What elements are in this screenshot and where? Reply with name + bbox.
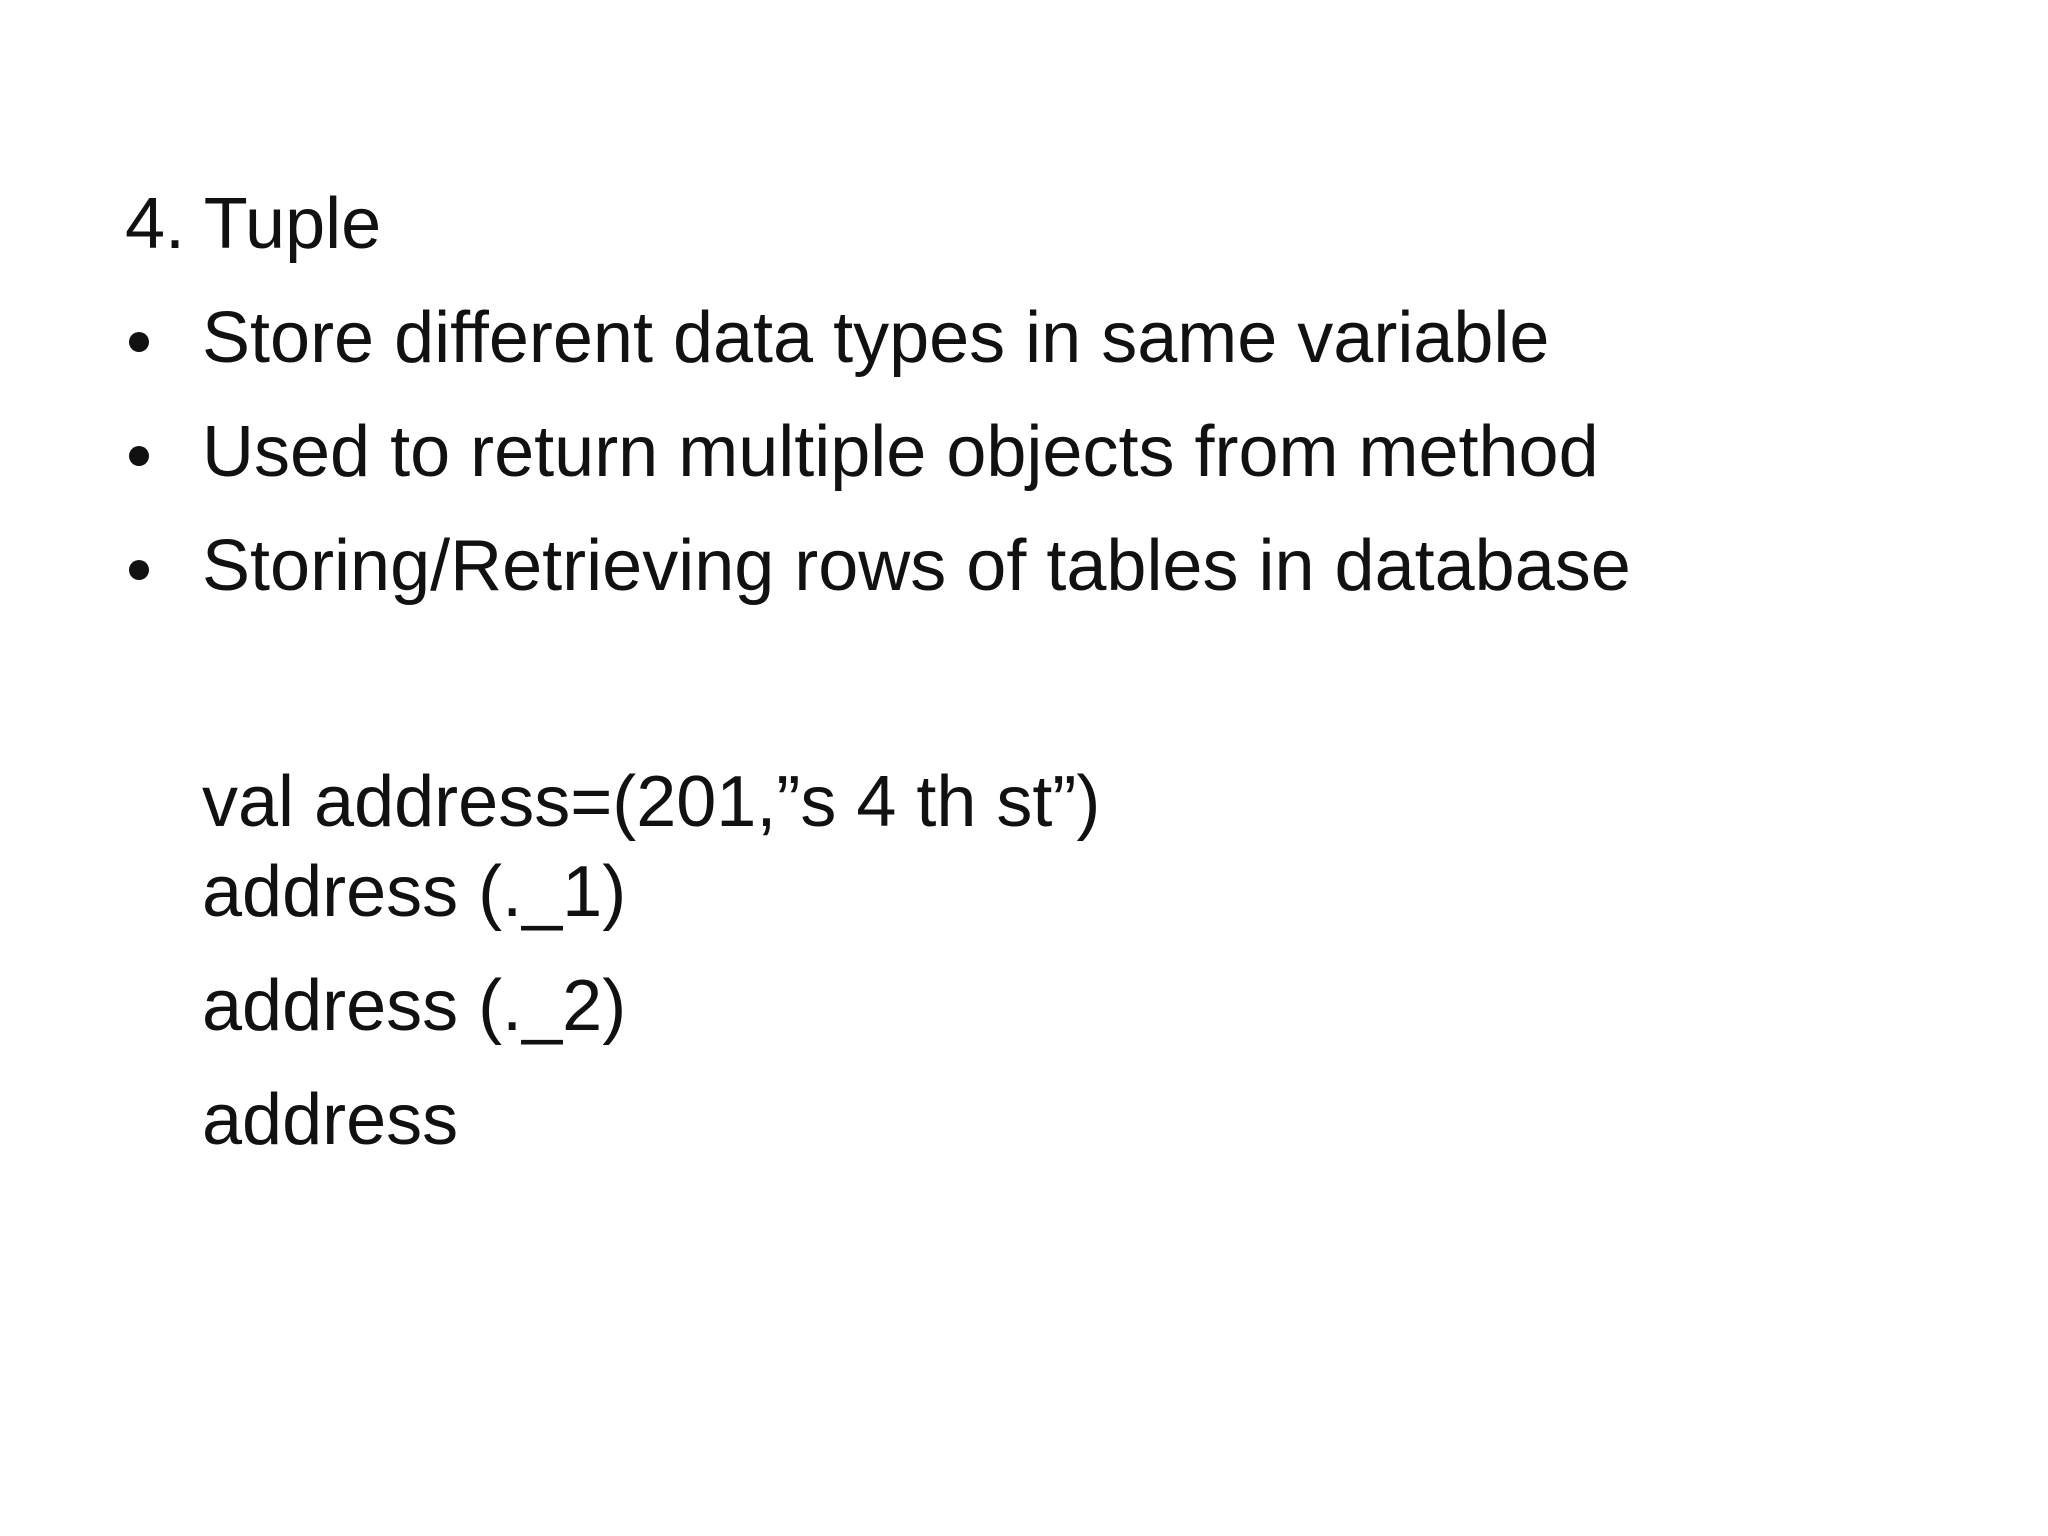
- slide-heading: 4. Tuple: [125, 184, 382, 264]
- code-line-1: val address=(201,”s 4 th st”): [202, 762, 1101, 842]
- bullet-text: Store different data types in same varia…: [202, 298, 1550, 378]
- code-line-2: address (._1): [202, 852, 627, 932]
- code-line-3: address (._2): [202, 966, 627, 1046]
- bullet-text: Used to return multiple objects from met…: [202, 412, 1599, 492]
- bullet-text: Storing/Retrieving rows of tables in dat…: [202, 526, 1631, 606]
- code-line-4: address: [202, 1080, 459, 1160]
- bullet-dot-icon: [129, 560, 149, 580]
- bullet-dot-icon: [129, 332, 149, 352]
- bullet-dot-icon: [129, 446, 149, 466]
